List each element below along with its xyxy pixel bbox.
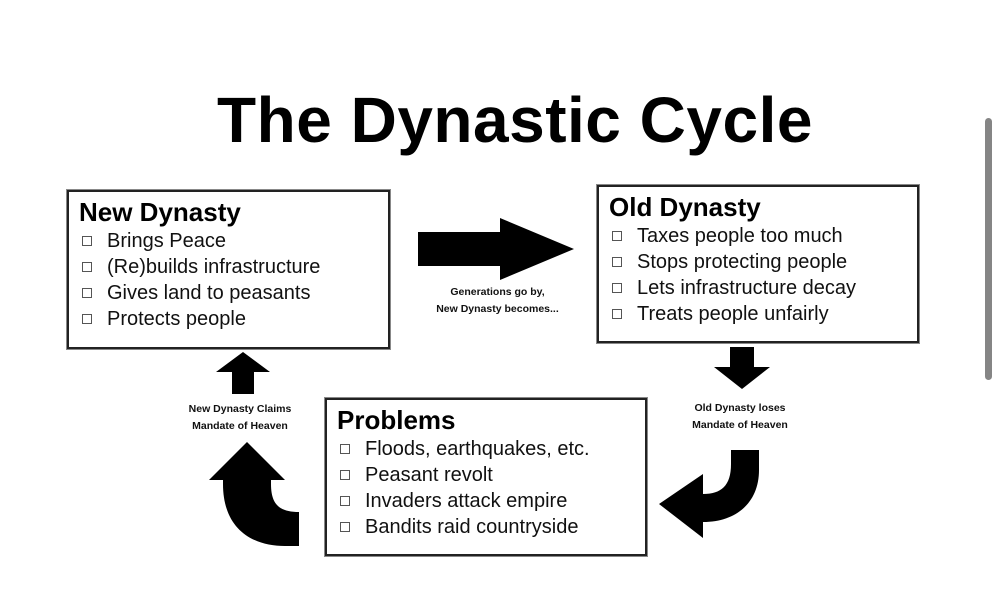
list-item: Bandits raid countryside [337, 514, 635, 540]
caption-line: New Dynasty becomes... [436, 303, 559, 315]
curved-arrow-left-icon [659, 450, 759, 538]
new-dynasty-box: New Dynasty Brings Peace (Re)builds infr… [67, 190, 390, 349]
new-dynasty-heading: New Dynasty [79, 197, 241, 227]
old-dynasty-box: Old Dynasty Taxes people too much Stops … [597, 185, 919, 343]
new-dynasty-list: Brings Peace (Re)builds infrastructure G… [79, 228, 378, 332]
caption-line: Mandate of Heaven [692, 419, 788, 431]
transition-caption-problems-to-new: New Dynasty Claims Mandate of Heaven [160, 401, 320, 435]
list-item: Stops protecting people [609, 249, 907, 275]
list-item: Lets infrastructure decay [609, 275, 907, 301]
transition-caption-old-to-problems: Old Dynasty loses Mandate of Heaven [660, 400, 820, 434]
checkbox-square-icon [340, 444, 350, 454]
list-item: Taxes people too much [609, 223, 907, 249]
list-item: (Re)builds infrastructure [79, 254, 378, 280]
list-item: Protects people [79, 306, 378, 332]
problems-heading: Problems [337, 405, 456, 435]
list-item: Gives land to peasants [79, 280, 378, 306]
caption-line: New Dynasty Claims [188, 403, 292, 415]
checkbox-square-icon [612, 309, 622, 319]
caption-line: Old Dynasty loses [694, 402, 786, 414]
list-item-text: Treats people unfairly [637, 303, 829, 325]
caption-line: Generations go by, [450, 286, 545, 298]
caption-line: Mandate of Heaven [192, 420, 288, 432]
list-item-text: Stops protecting people [637, 251, 848, 273]
list-item: Treats people unfairly [609, 301, 907, 327]
list-item-text: Gives land to peasants [107, 282, 311, 304]
arrow-up-icon [216, 352, 270, 394]
list-item: Floods, earthquakes, etc. [337, 436, 635, 462]
checkbox-square-icon [82, 288, 92, 298]
checkbox-square-icon [612, 231, 622, 241]
arrow-right-icon [418, 218, 574, 280]
transition-caption-new-to-old: Generations go by, New Dynasty becomes..… [400, 284, 595, 318]
vertical-scrollbar[interactable] [985, 118, 992, 380]
list-item-text: (Re)builds infrastructure [107, 256, 321, 278]
curved-arrow-up-icon [209, 442, 299, 546]
problems-list: Floods, earthquakes, etc. Peasant revolt… [337, 436, 635, 540]
checkbox-square-icon [82, 236, 92, 246]
old-dynasty-list: Taxes people too much Stops protecting p… [609, 223, 907, 327]
list-item: Brings Peace [79, 228, 378, 254]
list-item: Invaders attack empire [337, 488, 635, 514]
checkbox-square-icon [340, 522, 350, 532]
checkbox-square-icon [82, 314, 92, 324]
list-item-text: Lets infrastructure decay [637, 277, 856, 299]
diagram-title: The Dynastic Cycle [217, 84, 813, 156]
list-item-text: Taxes people too much [637, 225, 843, 247]
list-item-text: Peasant revolt [365, 464, 493, 486]
old-dynasty-heading: Old Dynasty [609, 192, 761, 222]
checkbox-square-icon [340, 496, 350, 506]
list-item-text: Bandits raid countryside [365, 516, 579, 538]
checkbox-square-icon [340, 470, 350, 480]
list-item: Peasant revolt [337, 462, 635, 488]
arrow-down-icon [714, 347, 770, 389]
list-item-text: Brings Peace [107, 230, 226, 252]
checkbox-square-icon [612, 257, 622, 267]
checkbox-square-icon [612, 283, 622, 293]
list-item-text: Floods, earthquakes, etc. [365, 438, 590, 460]
checkbox-square-icon [82, 262, 92, 272]
list-item-text: Protects people [107, 308, 246, 330]
problems-box: Problems Floods, earthquakes, etc. Peasa… [325, 398, 647, 556]
list-item-text: Invaders attack empire [365, 490, 568, 512]
